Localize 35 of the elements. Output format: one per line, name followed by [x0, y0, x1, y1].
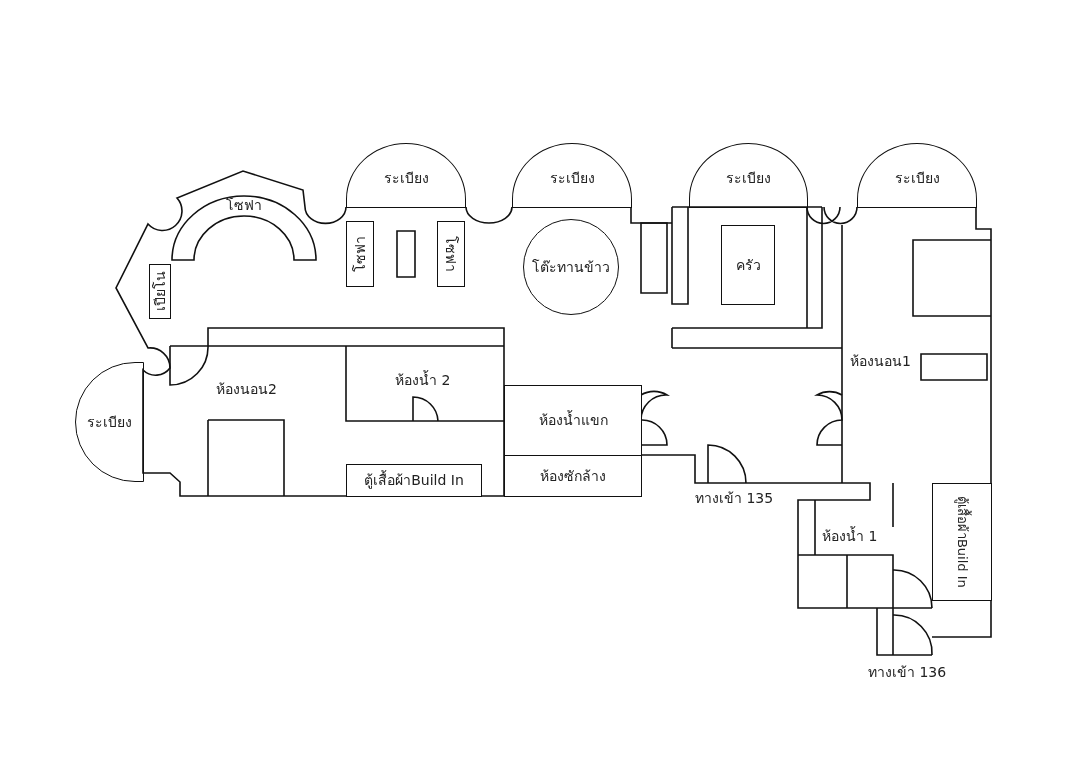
- balcony: [346, 143, 466, 208]
- room-label: ระเบียง: [383, 170, 429, 187]
- room-label: ทางเข้า 136: [868, 664, 947, 681]
- sofa: [346, 221, 374, 287]
- room-label: ห้องน้ำแขก: [538, 412, 608, 429]
- room-label: ตู้เสื้อผ้าBuild In: [364, 472, 464, 489]
- room-label: ห้องน้ำ 1: [822, 528, 878, 545]
- guest-bathroom: [504, 385, 642, 456]
- room-label: ระเบียง: [87, 413, 132, 431]
- built-in-wardrobe: [932, 483, 992, 601]
- room-label: ห้องนอน2: [216, 381, 277, 398]
- laundry-room: [504, 455, 642, 497]
- curved-sofa: [170, 193, 318, 261]
- balcony: [857, 143, 977, 208]
- room-label: โซฟา: [442, 236, 460, 272]
- room-label: ระเบียง: [549, 170, 595, 187]
- sofa: [437, 221, 465, 287]
- room-label: ตู้เสื้อผ้าBuild In: [954, 496, 970, 588]
- balcony: [689, 143, 808, 208]
- room-label: ระเบียง: [726, 170, 771, 187]
- room-label: ห้องนอน1: [850, 353, 911, 370]
- room-label: ห้องซักล้าง: [540, 467, 606, 485]
- room-label: เปียโน: [151, 271, 169, 312]
- room-label: โซฟา: [351, 236, 369, 272]
- room-label: ห้องน้ำ 2: [395, 372, 451, 389]
- piano: [149, 264, 171, 319]
- built-in-wardrobe: [346, 464, 482, 497]
- balcony: [75, 362, 144, 482]
- kitchen-counter: [721, 225, 775, 305]
- room-label: โซฟา: [226, 197, 262, 214]
- balcony: [512, 143, 632, 208]
- room-label: ระเบียง: [894, 170, 940, 187]
- room-label: ทางเข้า 135: [695, 490, 774, 507]
- room-label: โต๊ะทานข้าว: [532, 258, 610, 276]
- room-label: ครัว: [735, 256, 761, 274]
